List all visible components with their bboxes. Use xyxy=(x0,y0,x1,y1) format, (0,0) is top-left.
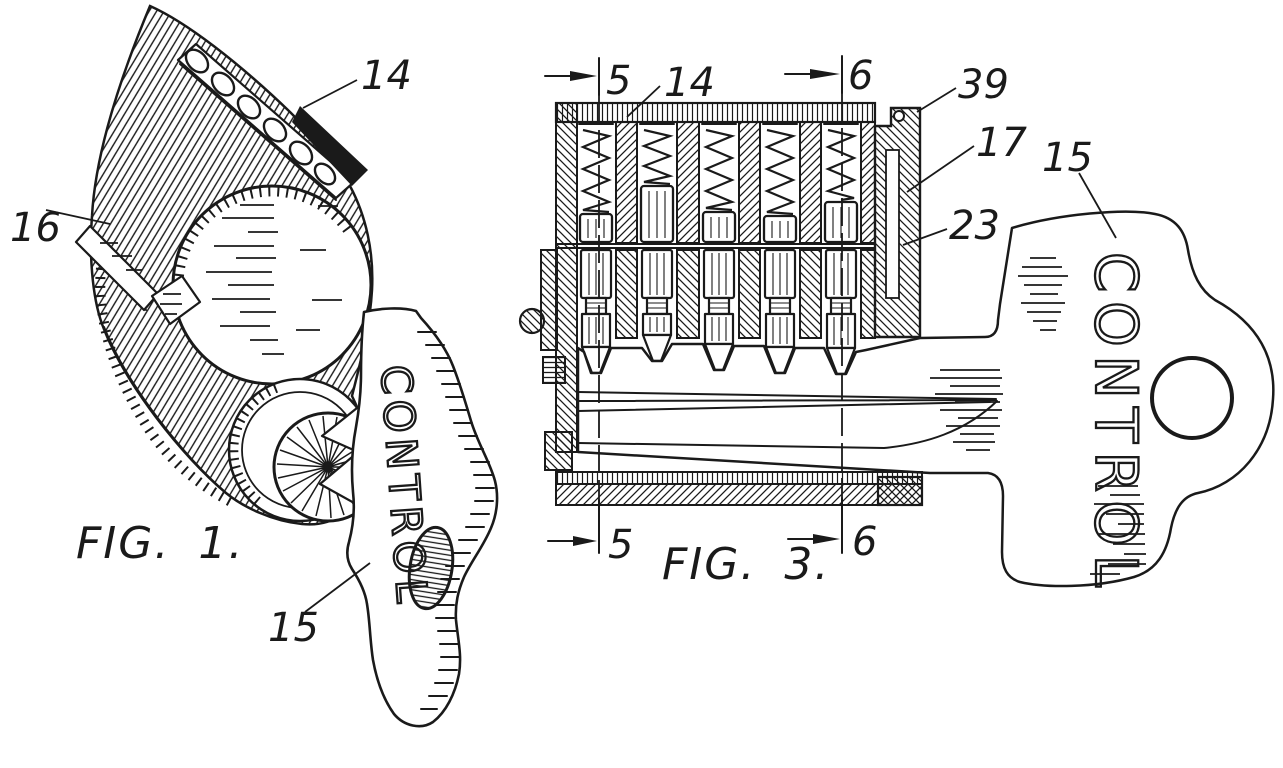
fig1-annotations: 14 16 15 FIG. 1. xyxy=(10,53,412,651)
fig3-annotations: 5 14 6 39 17 23 15 5 6 FIG. 3. xyxy=(606,53,1117,590)
fig3-plate-body xyxy=(555,483,923,506)
fig1-shell-face-shading xyxy=(206,204,342,355)
fig3-label-6-bottom: 6 xyxy=(852,519,877,565)
fig3-caption: FIG. 3. xyxy=(662,539,830,590)
fig3-shear-line xyxy=(555,243,876,249)
fig3-retaining-ball xyxy=(518,307,546,335)
fig3-plate-right-block xyxy=(876,475,924,507)
fig1-band-dark-wedge xyxy=(292,106,368,186)
fig1-lock-cylinder: CONTROL 14 16 15 FIG. 1. xyxy=(10,4,499,728)
fig3-cap-channel xyxy=(885,149,900,299)
fig3-left-serrated-block xyxy=(542,356,566,384)
fig1-lug-facet xyxy=(150,274,202,326)
fig3-leader-39 xyxy=(916,87,957,113)
section-arrow-5-top xyxy=(544,71,597,81)
fig3-label-5-bottom: 5 xyxy=(608,522,633,568)
fig1-rear-rim-ticks xyxy=(95,267,236,508)
fig3-key-pin-4 xyxy=(763,248,797,375)
fig3-key-pins xyxy=(579,248,858,376)
fig3-left-boss xyxy=(540,249,558,351)
section-arrow-6-bottom xyxy=(787,534,840,544)
fig3-retainer-cap xyxy=(873,106,922,339)
fig1-band-shadow xyxy=(179,63,337,201)
fig1-control-lug xyxy=(74,224,202,326)
fig3-control-key: CONTROL xyxy=(576,210,1275,588)
fig3-shell-walls xyxy=(615,121,876,244)
fig3-key-blade-taper-lines xyxy=(577,391,998,449)
fig1-leader-16 xyxy=(45,209,111,225)
fig3-plate-knurl xyxy=(555,471,923,485)
fig1-leader-14 xyxy=(302,79,358,109)
section-arrow-6-top xyxy=(784,69,840,79)
section-arrow-5-bottom xyxy=(547,536,597,546)
fig3-spring-5 xyxy=(824,128,858,202)
fig3-key-engraving: CONTROL xyxy=(1082,252,1150,587)
fig3-top-left-corner xyxy=(555,102,578,123)
fig1-label-14: 14 xyxy=(361,53,412,99)
fig3-top-knurl-strip xyxy=(554,101,877,124)
fig3-section-lines xyxy=(544,55,843,554)
fig3-key-shoulder-shading xyxy=(930,369,1003,451)
fig3-label-23: 23 xyxy=(949,203,1000,249)
fig3-leader-17 xyxy=(906,145,975,193)
fig3-driver-pins xyxy=(578,184,859,244)
fig3-key-pin-2 xyxy=(640,248,674,363)
fig3-plug-walls xyxy=(615,249,876,339)
fig3-key-bow-hole xyxy=(1150,356,1234,440)
fig3-key-pin-5 xyxy=(824,248,858,376)
fig3-key-bow-shading-upper xyxy=(1018,257,1068,331)
fig3-label-17: 17 xyxy=(976,120,1027,166)
fig3-label-39: 39 xyxy=(958,62,1009,108)
fig3-left-foot xyxy=(544,431,573,471)
fig3-spring-3 xyxy=(703,128,736,212)
fig3-leader-14 xyxy=(626,85,661,118)
fig1-pin-holes xyxy=(184,48,337,186)
fig3-label-5-top: 5 xyxy=(606,58,631,104)
fig3-key-outline xyxy=(576,210,1275,588)
fig3-cap-pin-detail xyxy=(893,110,905,122)
fig1-key-bow-hole xyxy=(407,525,455,611)
fig1-bottom-shadow xyxy=(103,326,227,494)
fig3-key-pin-3 xyxy=(702,248,736,372)
fig3-label-6-top: 6 xyxy=(848,53,873,99)
fig3-left-wall xyxy=(555,121,578,453)
fig3-spring-2 xyxy=(640,128,674,186)
fig1-label-16: 16 xyxy=(10,205,61,251)
fig1-caption: FIG. 1. xyxy=(76,518,244,569)
fig3-key-bow-shading-lower xyxy=(1090,485,1146,575)
fig3-label-14: 14 xyxy=(664,60,715,106)
fig1-shell-face-rim-ticks xyxy=(172,185,354,286)
fig1-key-bow-outline xyxy=(346,307,499,728)
fig3-spring-1 xyxy=(580,128,613,214)
fig1-key-bow: CONTROL xyxy=(346,307,499,728)
fig3-leader-15 xyxy=(1078,172,1117,239)
fig3-leader-23 xyxy=(902,228,948,246)
fig3-bottom-plate xyxy=(555,471,924,507)
fig3-springs xyxy=(580,128,858,216)
fig3-label-15: 15 xyxy=(1042,135,1093,181)
fig3-lock-section: CONTROL xyxy=(518,53,1275,590)
fig1-leader-15 xyxy=(304,562,371,613)
fig3-spring-4 xyxy=(764,128,797,216)
fig1-label-15: 15 xyxy=(268,605,319,651)
